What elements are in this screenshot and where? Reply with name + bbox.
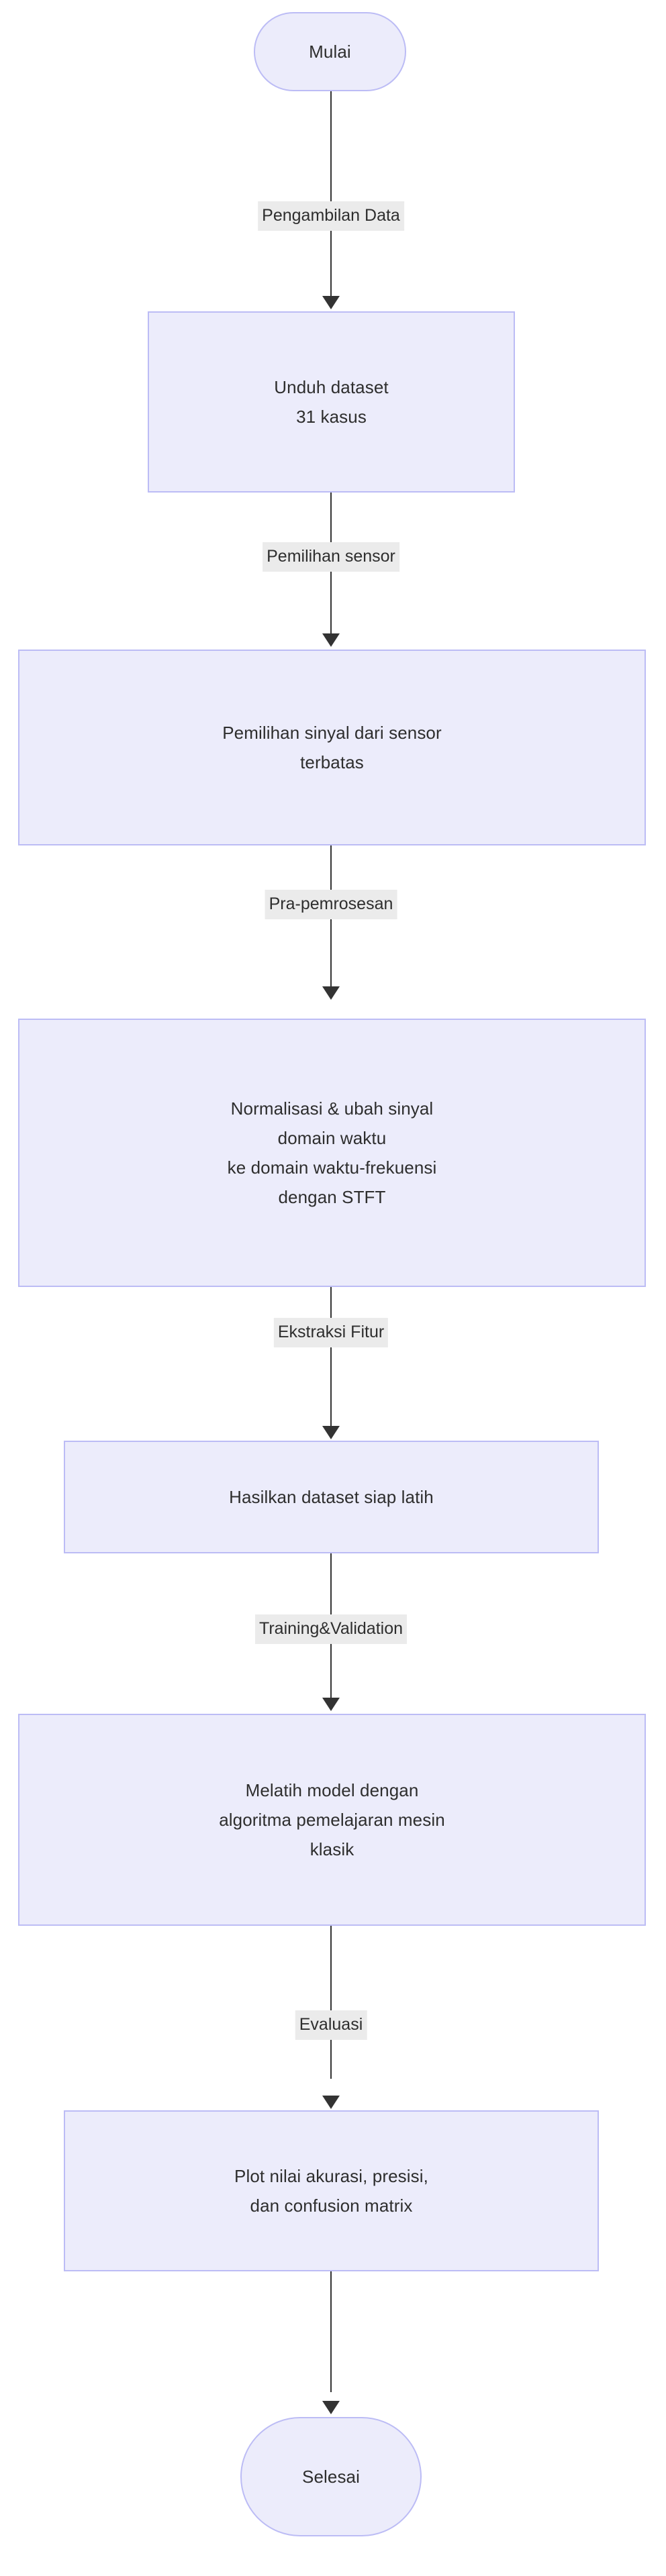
edge-arrow-unduh-pemilihan [322,633,340,647]
node-pemilihan-sinyal[interactable]: Pemilihan sinyal dari sensor terbatas [18,650,646,845]
node-mulai-label: Mulai [309,42,351,62]
edge-arrow-melatih-plot [322,2096,340,2109]
edge-label-evaluasi: Evaluasi [295,2010,367,2040]
edge-line-melatih-plot [330,1926,332,2079]
edge-line-mulai-unduh [330,91,332,306]
edge-arrow-pemilihan-normalisasi [322,986,340,1000]
edge-label-pra-pemrosesan: Pra-pemrosesan [265,890,397,919]
node-unduh-dataset[interactable]: Unduh dataset 31 kasus [148,311,515,493]
node-selesai[interactable]: Selesai [240,2417,422,2536]
node-plot-metrik[interactable]: Plot nilai akurasi, presisi, dan confusi… [64,2110,599,2271]
edge-label-pengambilan-data: Pengambilan Data [258,201,404,231]
edge-line-normalisasi-hasilkan [330,1287,332,1436]
edge-line-pemilihan-normalisasi [330,845,332,996]
node-pemilihan-sinyal-label: Pemilihan sinyal dari sensor terbatas [222,723,442,772]
edge-arrow-mulai-unduh [322,296,340,309]
edge-arrow-normalisasi-hasilkan [322,1426,340,1439]
node-hasilkan-dataset-label: Hasilkan dataset siap latih [229,1487,434,1507]
edge-label-ekstraksi-fitur: Ekstraksi Fitur [273,1318,389,1347]
node-selesai-label: Selesai [302,2467,360,2487]
edge-arrow-plot-selesai [322,2401,340,2414]
node-normalisasi-stft[interactable]: Normalisasi & ubah sinyal domain waktu k… [18,1019,646,1287]
node-melatih-model[interactable]: Melatih model dengan algoritma pemelajar… [18,1714,646,1926]
node-hasilkan-dataset[interactable]: Hasilkan dataset siap latih [64,1441,599,1553]
node-mulai[interactable]: Mulai [254,12,406,91]
node-unduh-dataset-label: Unduh dataset 31 kasus [274,377,389,427]
edge-label-training-validation: Training&Validation [254,1614,408,1644]
edge-label-pemilihan-sensor: Pemilihan sensor [263,542,399,572]
edge-line-plot-selesai [330,2271,332,2392]
edge-arrow-hasilkan-melatih [322,1698,340,1711]
node-melatih-model-label: Melatih model dengan algoritma pemelajar… [219,1780,445,1859]
node-plot-metrik-label: Plot nilai akurasi, presisi, dan confusi… [234,2166,428,2216]
node-normalisasi-stft-label: Normalisasi & ubah sinyal domain waktu k… [227,1098,437,1207]
